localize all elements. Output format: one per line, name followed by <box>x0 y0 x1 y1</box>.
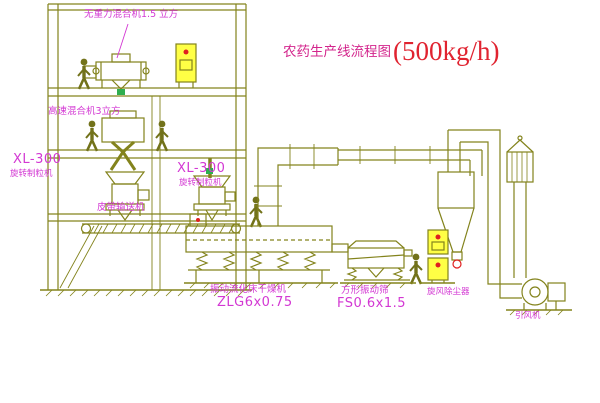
valve-green <box>117 89 125 95</box>
label-cyclone: 旋风除尘器 <box>427 287 470 297</box>
control-cabinet-top <box>175 43 197 88</box>
worker-figures <box>77 58 423 285</box>
label-screen-model: FS0.6x1.5 <box>337 296 407 311</box>
worker-figure <box>155 120 169 152</box>
fluid-bed-dryer <box>184 213 349 289</box>
indicator-lamp <box>435 262 441 268</box>
worker-figure <box>409 253 423 285</box>
indicator-lamp <box>183 49 189 55</box>
induced-draft-fan <box>506 278 572 316</box>
label-fan: 引风机 <box>515 311 541 321</box>
label-granulator-right: 旋转制粒机 <box>179 178 222 188</box>
granulator-right <box>192 168 236 222</box>
worker-figure <box>77 58 91 90</box>
exhaust-duct <box>254 144 483 226</box>
cyclone-separator <box>437 129 522 299</box>
label-belt-conveyor: 皮带输送机 <box>97 202 145 213</box>
label-leader-line <box>116 23 129 59</box>
drawing-title-capacity: (500kg/h) <box>393 36 500 66</box>
valve-green <box>206 168 213 174</box>
worker-figure <box>85 120 99 152</box>
stairs <box>59 225 103 289</box>
exhaust-stack <box>506 135 534 278</box>
label-top-mixer: 无重力混合机1.5 立方 <box>84 9 179 20</box>
drawing-title-text: 农药生产线流程图 <box>283 44 391 60</box>
drawing-title: 农药生产线流程图 (500kg/h) <box>283 38 499 65</box>
building-frame <box>40 3 252 297</box>
label-high-speed-mixer: 高速混合机3立方 <box>48 106 121 117</box>
belt-conveyor <box>80 223 242 234</box>
vibrating-screen <box>340 240 416 289</box>
label-screen-name: 方形振动筛 <box>341 285 389 296</box>
label-xl300-left: XL-300 <box>13 152 62 167</box>
label-xl300-right: XL-300 <box>177 161 226 176</box>
gravity-mixer <box>83 53 150 95</box>
label-granulator-left: 旋转制粒机 <box>10 169 53 179</box>
indicator-lamp <box>435 234 441 240</box>
label-dryer-name: 振动流化床干燥机 <box>210 284 287 295</box>
control-cabinet-right <box>420 229 455 284</box>
indicator-lamp <box>196 218 200 222</box>
worker-figure <box>249 196 263 228</box>
rotary-valve <box>452 259 462 269</box>
granulator-left <box>104 171 150 222</box>
label-dryer-model: ZLG6x0.75 <box>217 295 293 310</box>
